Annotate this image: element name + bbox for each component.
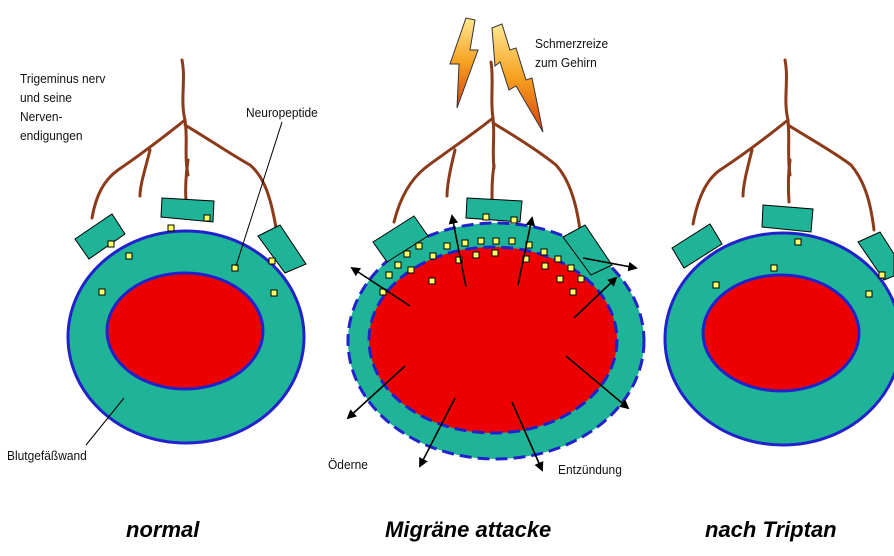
trigeminus-line-1: Trigeminus nerv [20,69,105,88]
schmerzreize-line-2: zum Gehirn [535,53,608,72]
vessel-lumen-dilated [369,247,617,433]
vessel-triptan [665,233,894,445]
schmerzreize-label: Schmerzreize zum Gehirn [535,34,608,72]
trigeminus-line-2: und seine [20,88,105,107]
trigeminus-line-4: endigungen [20,126,105,145]
nerve-triptan [693,60,874,230]
vessel-lumen [703,275,859,391]
schmerzreize-line-1: Schmerzreize [535,34,608,53]
caption-normal: normal [126,517,199,543]
caption-triptan: nach Triptan [705,517,837,543]
caption-migraine: Migräne attacke [385,517,551,543]
entzuendung-label: Entzündung [558,460,622,479]
lightning-bolt-left [450,18,478,108]
trigeminus-line-3: Nerven- [20,107,105,126]
trigeminus-label: Trigeminus nerv und seine Nerven- endigu… [20,69,105,145]
neuropeptide-label: Neuropeptide [246,103,318,122]
pain-signal-lightning [450,18,543,132]
blutgefaesswand-label: Blutgefäßwand [7,446,87,465]
oedeme-label: Öderne [328,455,368,474]
vessel-lumen [107,273,263,389]
